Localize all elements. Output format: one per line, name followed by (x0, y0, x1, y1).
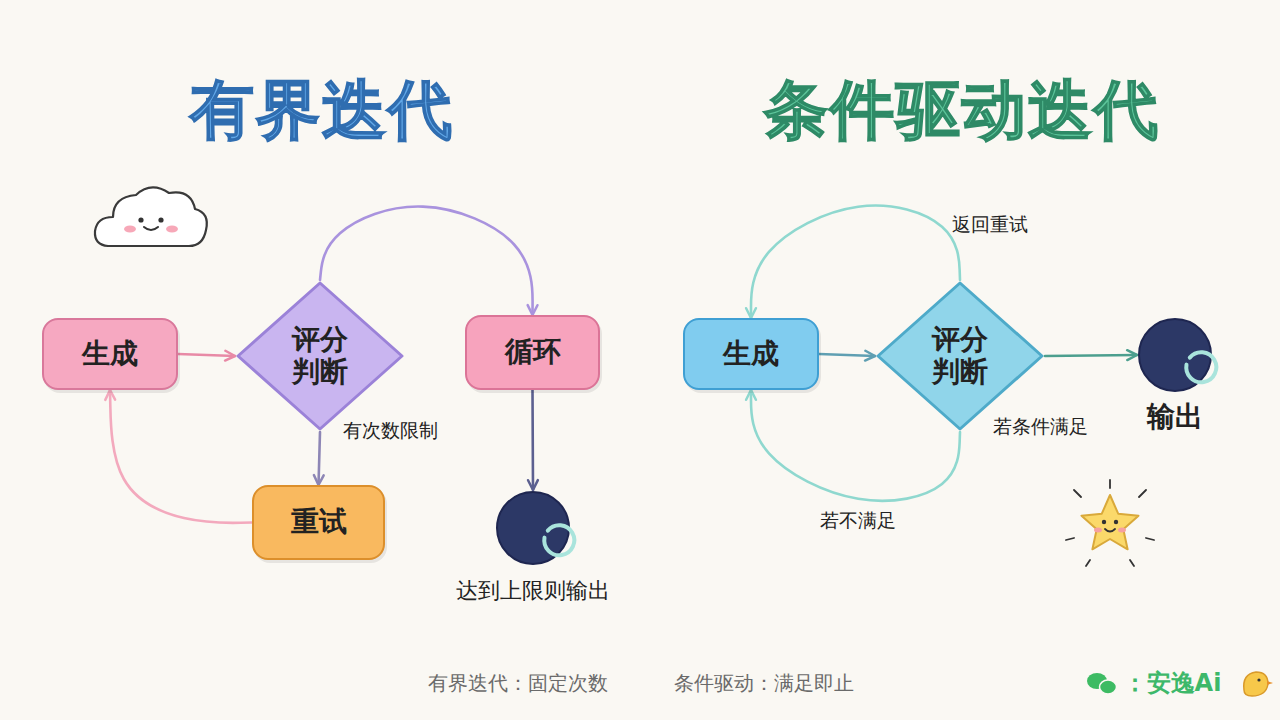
bird-body (1244, 672, 1268, 696)
watermark: ：安逸Ai (1123, 667, 1222, 699)
node-label: 评分 判断 (928, 324, 992, 388)
sparkle-lines (1066, 480, 1154, 566)
wechat-icon (1087, 673, 1117, 694)
edge-label: 若不满足 (820, 508, 896, 534)
cloud-eye (158, 217, 163, 222)
circle-outline (1137, 317, 1213, 393)
star-eye (1114, 520, 1118, 524)
star-smile (1105, 529, 1115, 532)
node-label: 输出 (1147, 401, 1203, 433)
star-doodle (1066, 480, 1154, 566)
panel-title: 有界迭代 (190, 67, 454, 154)
node-label: 循环 (505, 336, 561, 368)
flow-arrow (110, 390, 252, 523)
cloud-cheek (124, 226, 136, 233)
output-symbol (544, 525, 574, 555)
caption-text: 条件驱动：满足即止 (674, 670, 854, 697)
chat-bubble (1087, 673, 1107, 689)
chat-bubble (1100, 680, 1117, 694)
star-eye (1102, 520, 1106, 524)
cloud-outline (95, 187, 207, 246)
edge-label: 有次数限制 (343, 418, 438, 444)
node-label: 评分 判断 (288, 324, 352, 388)
output-circle: 输出 (1137, 317, 1213, 393)
process-box: 重试 (252, 485, 385, 560)
diamond-shape (238, 283, 402, 429)
cloud-smile (144, 227, 158, 230)
decision-diamond: 评分 判断 (235, 280, 405, 432)
diamond-shape (878, 283, 1042, 429)
node-label: 达到上限则输出 (456, 578, 610, 603)
edge-label: 返回重试 (952, 212, 1028, 238)
edge-label: 若条件满足 (993, 414, 1088, 440)
caption-text: 有界迭代：固定次数 (428, 670, 608, 697)
cloud-doodle (95, 187, 207, 246)
bird-eye (1257, 678, 1260, 681)
flow-arrow (751, 206, 960, 318)
flow-arrow (320, 207, 533, 315)
cloud-eye (138, 217, 143, 222)
process-box: 循环 (465, 315, 600, 390)
decision-diamond: 评分 判断 (875, 280, 1045, 432)
panel-title: 条件驱动迭代 (764, 67, 1160, 154)
circle-shape (1139, 319, 1211, 391)
process-box: 生成 (683, 318, 819, 390)
output-circle: 达到上限则输出 (495, 490, 571, 566)
circle-outline (495, 490, 571, 566)
bird-icon (1244, 672, 1273, 696)
star-cheek (1118, 528, 1126, 533)
flow-arrow (1045, 355, 1137, 356)
node-label: 生成 (723, 338, 779, 370)
flow-arrow (178, 354, 235, 356)
node-label: 生成 (82, 338, 138, 370)
circle-shape (497, 492, 569, 564)
bird-beak (1267, 681, 1273, 685)
node-label: 重试 (291, 506, 347, 538)
output-symbol (1186, 352, 1216, 382)
process-box: 生成 (42, 318, 178, 390)
flow-arrow (751, 390, 960, 501)
flow-arrow (319, 432, 321, 485)
flow-arrow (819, 354, 875, 356)
flow-arrow (531, 390, 534, 490)
cloud-cheek (166, 226, 178, 233)
star-cheek (1094, 528, 1102, 533)
star-outline (1082, 495, 1139, 549)
